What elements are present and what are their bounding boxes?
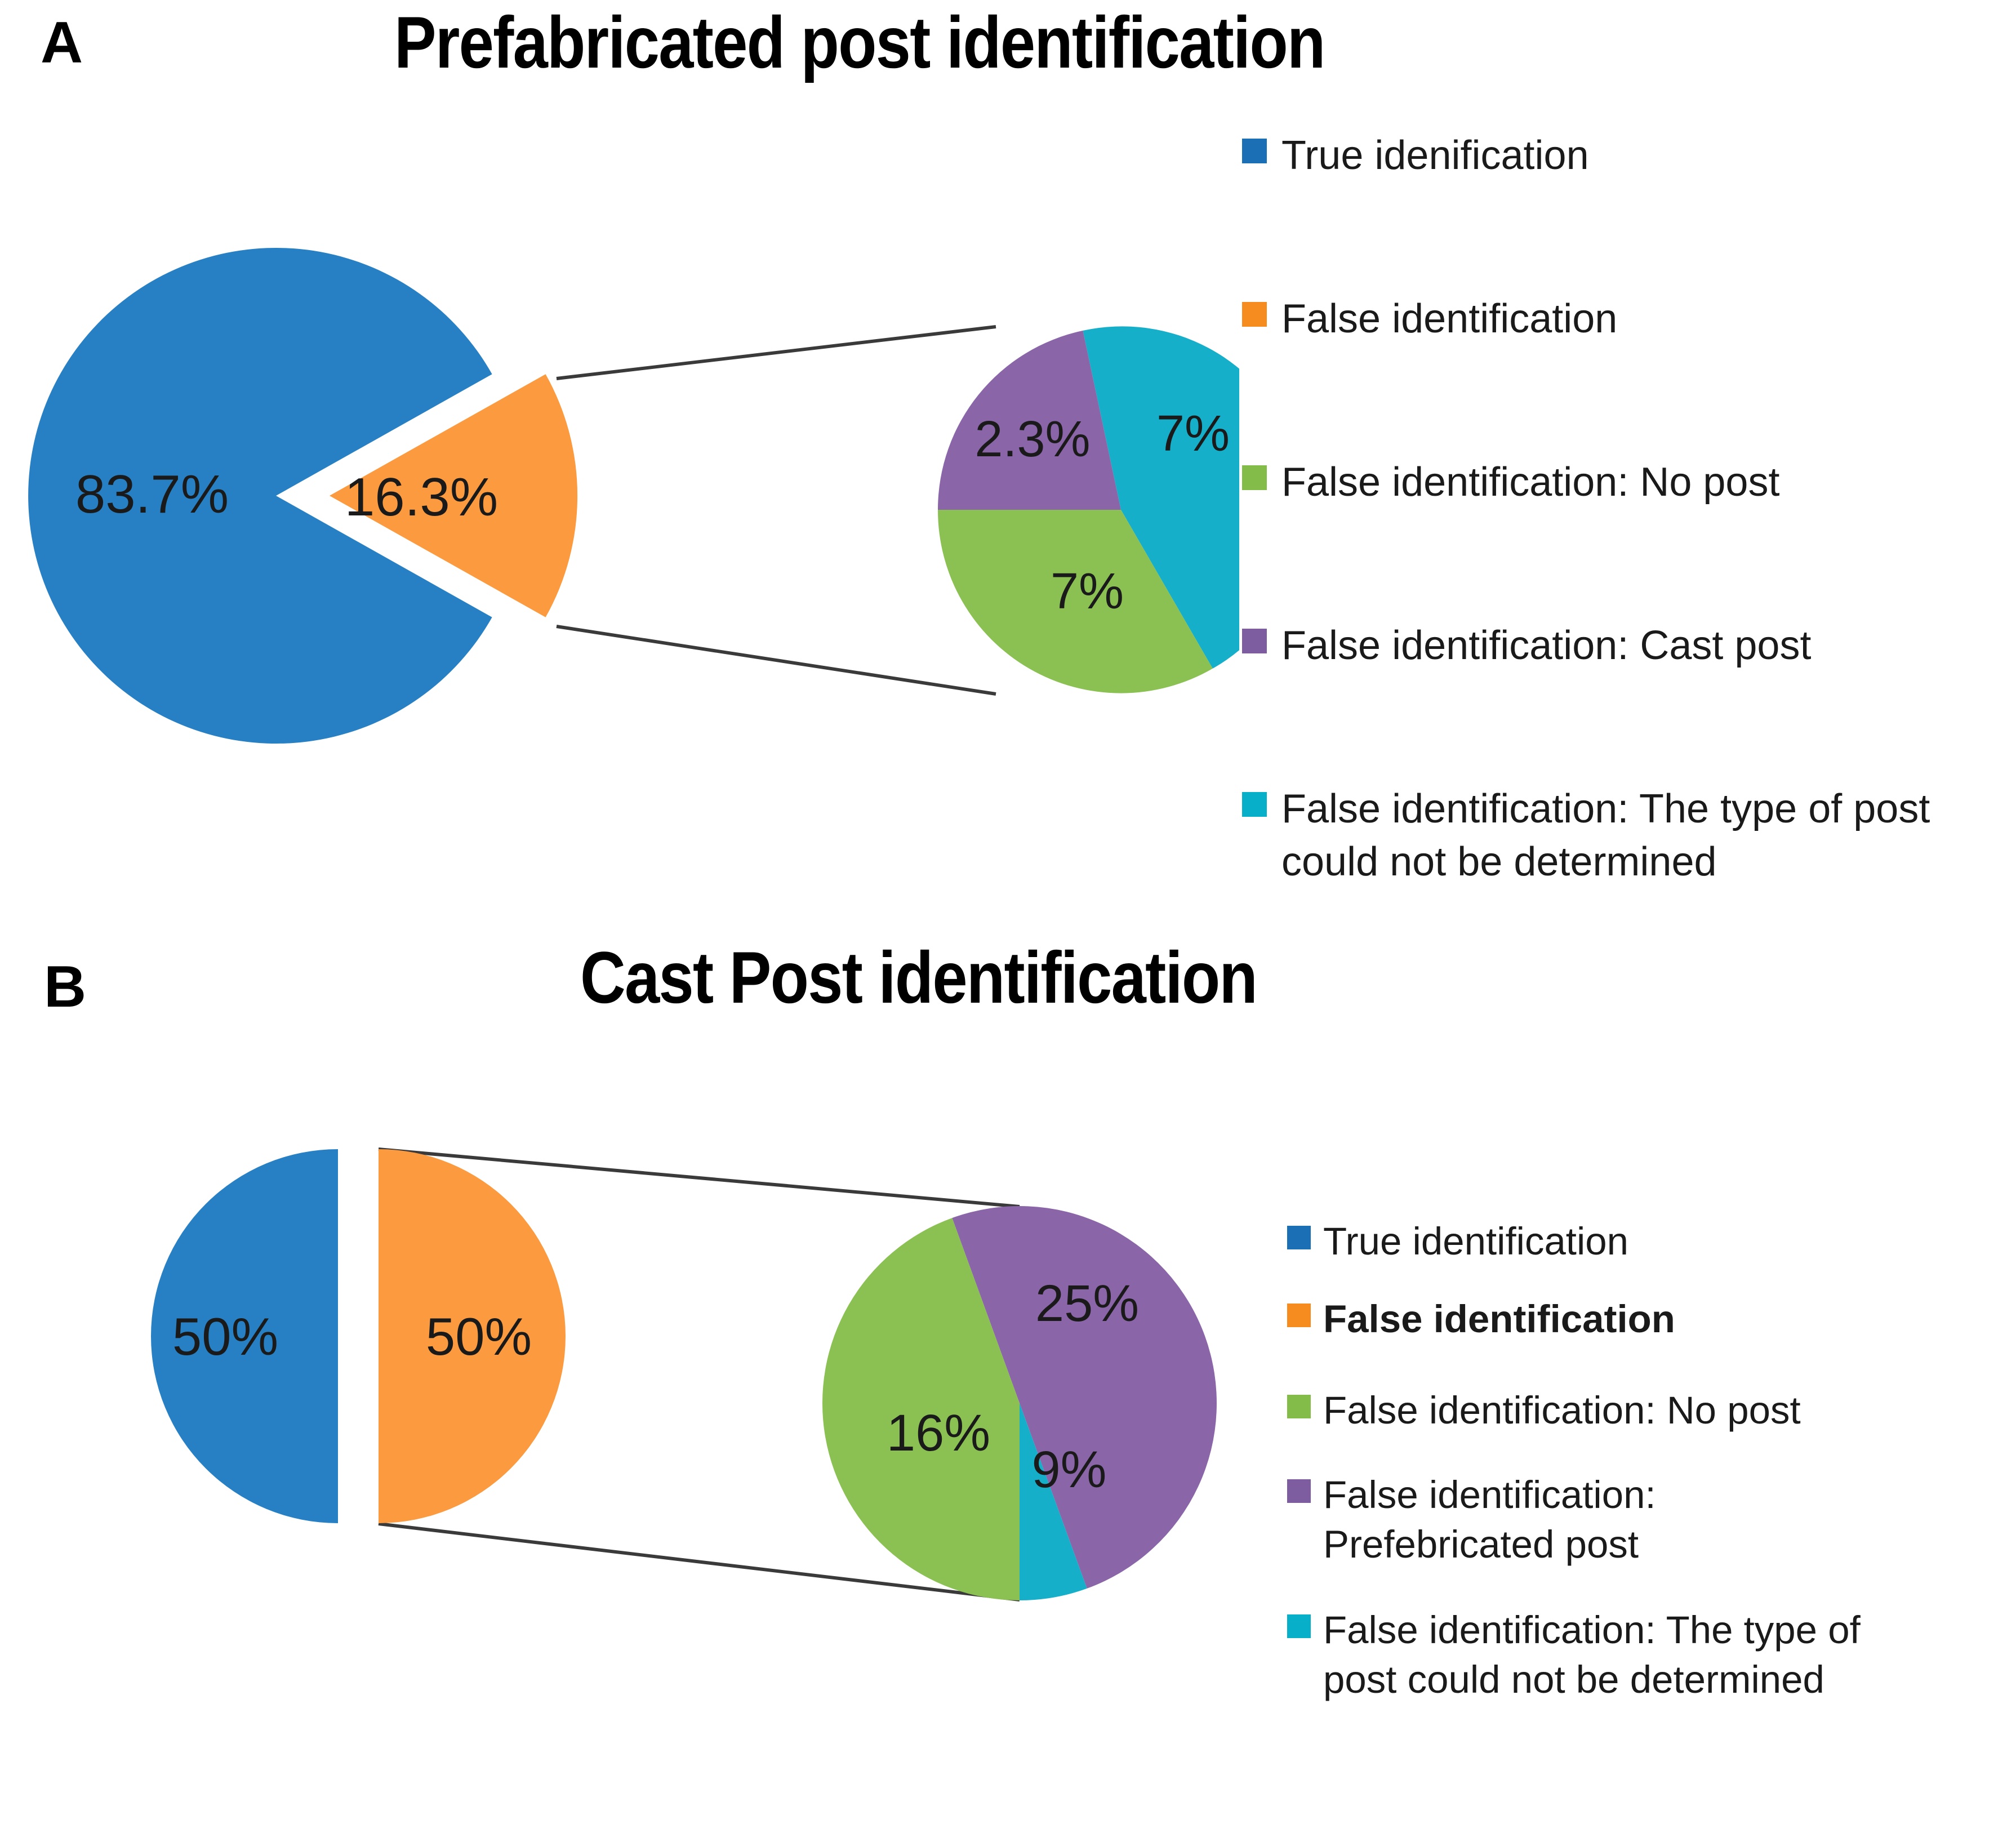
legend-label-false-no-post: False identification: No post (1323, 1389, 1801, 1432)
legend-item-false-cast-post[interactable]: False identification: Cast post (1242, 620, 1811, 673)
panel-b-legend: True identification False identification… (1287, 1217, 2014, 1808)
legend-item-false-no-post[interactable]: False identification: No post (1242, 456, 1779, 509)
panel-b-leader-lines (378, 1147, 1020, 1601)
legend-swatch-cyan-icon (1287, 1614, 1311, 1638)
slice-true-identification (151, 1149, 338, 1523)
label-a-sub-cyan: 7% (1156, 406, 1230, 462)
label-b-sub-cyan: 9% (1032, 1441, 1107, 1498)
panel-b-title: Cast Post identification (580, 936, 1258, 1018)
slice-no-post (822, 1218, 1020, 1600)
legend-item-false-type-undetermined[interactable]: False identification: The type of post c… (1287, 1605, 1861, 1705)
label-b-sub-green: 16% (887, 1404, 990, 1462)
legend-label-false-type-undetermined: False identification: The type of post c… (1323, 1608, 1861, 1702)
legend-item-false-prefabricated-post[interactable]: False identification: Prefebricated post (1287, 1470, 1656, 1570)
panel-a-breakout-pie (937, 326, 1239, 693)
panel-b: B Cast Post identification 50% 50% 25% (0, 924, 2016, 1824)
slice-type-not-determined (1020, 1403, 1087, 1600)
legend-swatch-orange-icon (1242, 302, 1267, 327)
label-b-main-blue: 50% (172, 1307, 278, 1366)
legend-item-false-type-undetermined[interactable]: False identification: The type of post c… (1242, 783, 1930, 888)
panel-b-breakout-pie (822, 1205, 1217, 1600)
label-a-sub-green: 7% (1051, 563, 1124, 620)
legend-swatch-purple-icon (1242, 629, 1267, 653)
label-a-main-orange: 16.3% (345, 467, 498, 527)
slice-prefabricated-post (952, 1205, 1217, 1589)
legend-swatch-orange-icon (1287, 1304, 1311, 1327)
panel-a-letter: A (41, 10, 83, 75)
panel-b-charts: 50% 50% 25% 9% 16% (151, 1147, 1217, 1601)
label-b-sub-purple: 25% (1035, 1275, 1139, 1332)
panel-a: A Prefabricated post identification 83.7… (28, 1, 2008, 884)
legend-label-false-identification: False identification (1323, 1297, 1675, 1341)
legend-label-false-type-undetermined: False identification: The type of post c… (1281, 786, 1930, 884)
legend-item-false-identification[interactable]: False identification (1287, 1294, 1675, 1344)
panel-a-main-pie (28, 247, 578, 744)
legend-item-true-identification[interactable]: True idenification (1242, 130, 1589, 183)
panel-b-letter: B (44, 954, 86, 1020)
legend-swatch-blue-icon (1287, 1226, 1311, 1249)
slice-no-post (937, 510, 1213, 693)
legend-item-false-no-post[interactable]: False identification: No post (1287, 1386, 1801, 1435)
label-b-main-orange: 50% (426, 1307, 532, 1366)
legend-item-false-identification[interactable]: False identification (1242, 293, 1617, 346)
legend-label-false-cast-post: False identification: Cast post (1281, 623, 1812, 668)
legend-label-false-prefabricated-post: False identification: Prefebricated post (1323, 1473, 1656, 1567)
legend-label-true-identification: True idenification (1281, 133, 1589, 178)
slice-false-identification (330, 374, 578, 617)
legend-item-true-identification[interactable]: True identification (1287, 1217, 1628, 1266)
slice-type-not-determined (1083, 326, 1239, 669)
panel-a-legend: True idenification False identification … (1242, 130, 2008, 884)
panel-b-main-pie (151, 1149, 566, 1523)
legend-swatch-green-icon (1287, 1395, 1311, 1418)
panel-a-leader-lines (556, 325, 996, 696)
legend-swatch-green-icon (1242, 465, 1267, 490)
panel-a-charts: 83.7% 16.3% 7% 7% 2.3% (28, 247, 1239, 744)
label-a-main-blue: 83.7% (75, 464, 229, 524)
label-a-sub-purple: 2.3% (974, 411, 1090, 468)
slice-true-identification (28, 247, 492, 744)
legend-swatch-purple-icon (1287, 1479, 1311, 1503)
slice-cast-post (937, 330, 1121, 510)
legend-swatch-blue-icon (1242, 139, 1267, 163)
legend-label-true-identification: True identification (1323, 1220, 1629, 1263)
legend-swatch-cyan-icon (1242, 792, 1267, 817)
slice-false-identification (379, 1149, 566, 1523)
legend-label-false-identification: False identification (1281, 296, 1618, 341)
legend-label-false-no-post: False identification: No post (1281, 460, 1780, 505)
panel-a-title: Prefabricated post identification (394, 1, 1325, 83)
